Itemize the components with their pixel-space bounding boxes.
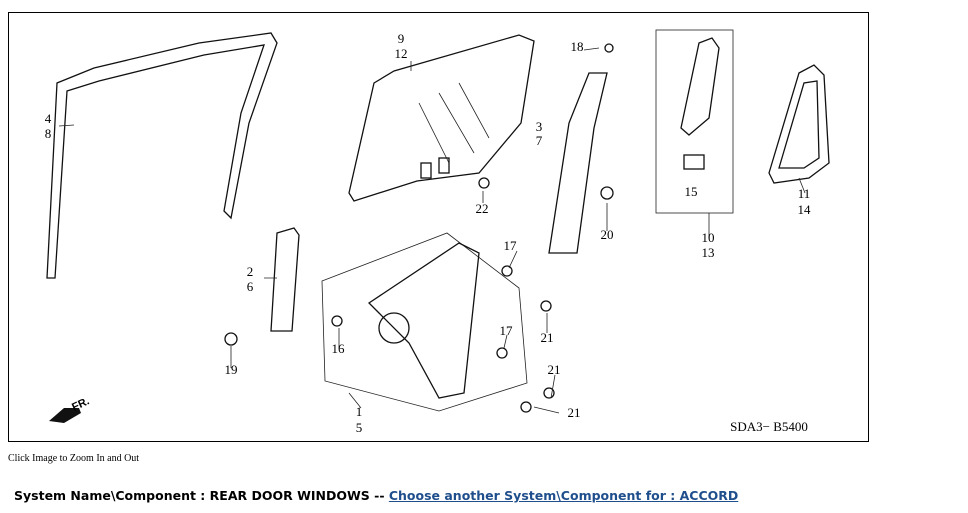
- door-glass: [348, 34, 535, 202]
- system-component-line: System Name\Component : REAR DOOR WINDOW…: [14, 488, 738, 503]
- callout: 16: [332, 341, 346, 356]
- callout: 14: [798, 202, 812, 217]
- diagram-drawing: 4 8 9 12 3 7 18 22 20 10 13 15 11 14 2 6…: [45, 29, 830, 435]
- zoom-hint: Click Image to Zoom In and Out: [8, 453, 140, 464]
- callout: 17: [500, 323, 514, 338]
- callout: 9: [398, 31, 405, 46]
- callout: 20: [601, 227, 614, 242]
- callout: 10: [702, 230, 715, 245]
- callout: 12: [395, 46, 408, 61]
- callout-labels: 4 8 9 12 3 7 18 22 20 10 13 15 11 14 2 6…: [45, 31, 811, 435]
- callout: 8: [45, 126, 52, 141]
- parts-diagram[interactable]: 4 8 9 12 3 7 18 22 20 10 13 15 11 14 2 6…: [8, 12, 869, 442]
- quarter-weatherstrip: [768, 64, 830, 184]
- callout: 21: [541, 330, 554, 345]
- choose-system-link[interactable]: Choose another System\Component for : AC…: [388, 488, 739, 503]
- front-arrow-icon: [49, 408, 81, 423]
- callout: 22: [476, 201, 489, 216]
- callout: 6: [247, 279, 254, 294]
- diagram-code: SDA3− B5400: [730, 419, 808, 434]
- callout: 11: [798, 186, 811, 201]
- callout: 21: [548, 362, 561, 377]
- callout: 4: [45, 111, 52, 126]
- front-marker: FR.: [70, 395, 91, 413]
- run-channel: [46, 32, 278, 279]
- callout: 3: [536, 119, 543, 134]
- callout: 13: [702, 245, 715, 260]
- center-sash: [548, 72, 608, 254]
- system-name: System Name\Component : REAR DOOR WINDOW…: [14, 488, 389, 503]
- window-regulator: [367, 242, 480, 399]
- callout: 17: [504, 238, 518, 253]
- callout: 18: [571, 39, 584, 54]
- callout: 7: [536, 133, 543, 148]
- callout: 21: [568, 405, 581, 420]
- callout: 15: [685, 184, 698, 199]
- callout: 5: [356, 420, 363, 435]
- callout: 1: [356, 404, 363, 419]
- callout: 2: [247, 264, 254, 279]
- quarter-glass-kit: [655, 29, 734, 214]
- regulator-box: [321, 232, 528, 412]
- lower-channel: [270, 227, 300, 332]
- callout: 19: [225, 362, 238, 377]
